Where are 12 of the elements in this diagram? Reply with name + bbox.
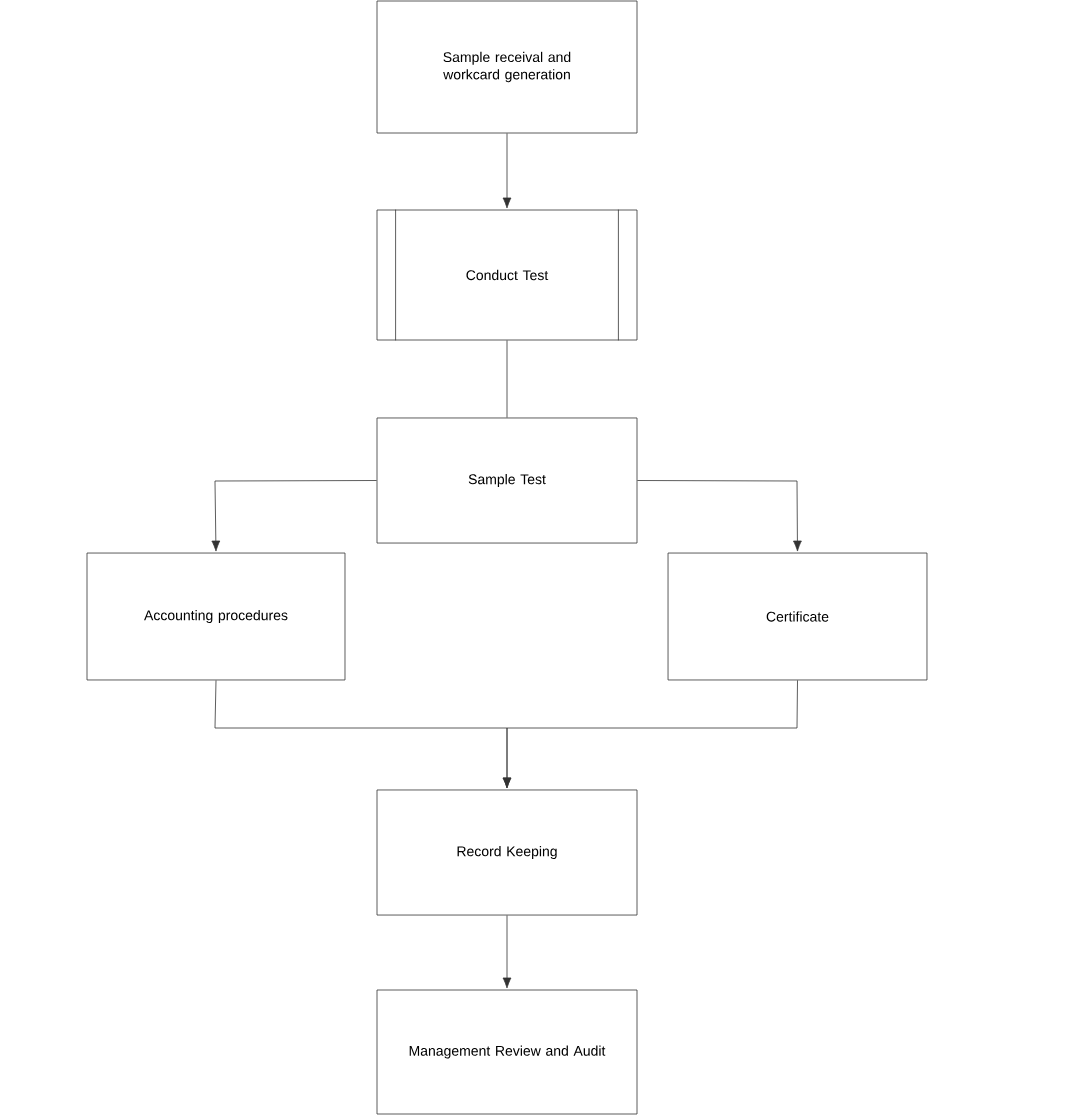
arrow	[502, 915, 512, 989]
arrow	[502, 133, 512, 209]
process-box: Sample receival and workcard generation	[376, 0, 638, 134]
process-box: Sample Test	[376, 417, 638, 544]
process-box: Record Keeping	[376, 789, 638, 916]
process-box: Certificate	[667, 552, 928, 681]
process-box: Accounting procedures	[86, 552, 346, 681]
process-box: Management Review and Audit	[376, 989, 638, 1115]
arrow	[502, 680, 798, 789]
arrow	[637, 480, 802, 552]
arrow	[211, 480, 377, 552]
predefined-process-box: Conduct Test	[376, 209, 638, 341]
